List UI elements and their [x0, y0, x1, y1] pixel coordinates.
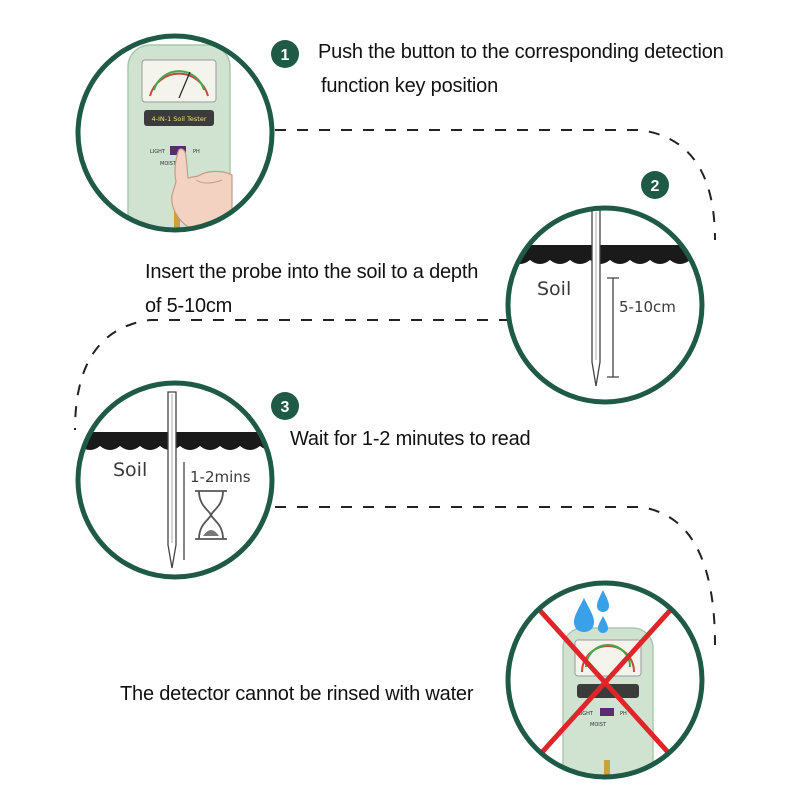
step-1-text: Push the button to the corresponding det…	[318, 35, 724, 103]
depth-bracket	[607, 277, 619, 378]
illustration-wait-reading: Soil 1-2mins	[75, 380, 275, 580]
step-2-line2: of 5-10cm	[145, 295, 233, 317]
svg-text:LIGHT: LIGHT	[578, 711, 594, 717]
svg-text:1-2mins: 1-2mins	[190, 468, 251, 486]
step-2-text: Insert the probe into the soil to a dept…	[145, 255, 478, 323]
probe	[167, 391, 177, 569]
step-2-line1: Insert the probe into the soil to a dept…	[145, 261, 479, 283]
svg-text:1: 1	[281, 47, 290, 64]
step-badge-2: 2	[641, 171, 669, 199]
soil-surface	[508, 245, 702, 264]
step-1-line1: Push the button to the corresponding det…	[318, 41, 724, 63]
svg-text:PH: PH	[620, 711, 627, 717]
illustration-press-button: 4-IN-1 Soil Tester LIGHT PH MOIST	[75, 33, 275, 233]
svg-text:5-10cm: 5-10cm	[619, 298, 676, 316]
step-badge-3: 3	[271, 392, 299, 420]
svg-text:Soil: Soil	[537, 278, 571, 300]
hand-pointer-icon	[171, 148, 233, 230]
svg-text:4-IN-1 Soil Tester: 4-IN-1 Soil Tester	[151, 115, 206, 123]
dashed-connector	[275, 129, 716, 241]
cross-out-icon	[532, 602, 678, 763]
step-1-line2: function key position	[321, 75, 499, 97]
warning-text: The detector cannot be rinsed with water	[120, 677, 474, 711]
svg-text:Soil: Soil	[113, 459, 147, 481]
probe	[591, 209, 601, 387]
svg-text:3: 3	[281, 399, 290, 416]
warning-line1: The detector cannot be rinsed with water	[120, 683, 474, 705]
dashed-connector	[275, 506, 716, 646]
svg-text:MOIST: MOIST	[590, 722, 607, 728]
svg-text:PH: PH	[193, 149, 200, 155]
illustration-probe-depth: Soil 5-10cm	[505, 205, 705, 405]
step-3-line1: Wait for 1-2 minutes to read	[290, 428, 531, 450]
illustration-no-rinse: LIGHT PH MOIST	[505, 580, 705, 780]
svg-text:2: 2	[651, 178, 660, 195]
step-3-text: Wait for 1-2 minutes to read	[290, 422, 531, 456]
dashed-connector	[74, 319, 510, 431]
svg-text:LIGHT: LIGHT	[150, 149, 166, 155]
hourglass-icon	[195, 490, 227, 540]
step-badge-1: 1	[271, 40, 299, 68]
svg-text:MOIST: MOIST	[160, 161, 177, 167]
water-drops-icon	[574, 590, 609, 633]
